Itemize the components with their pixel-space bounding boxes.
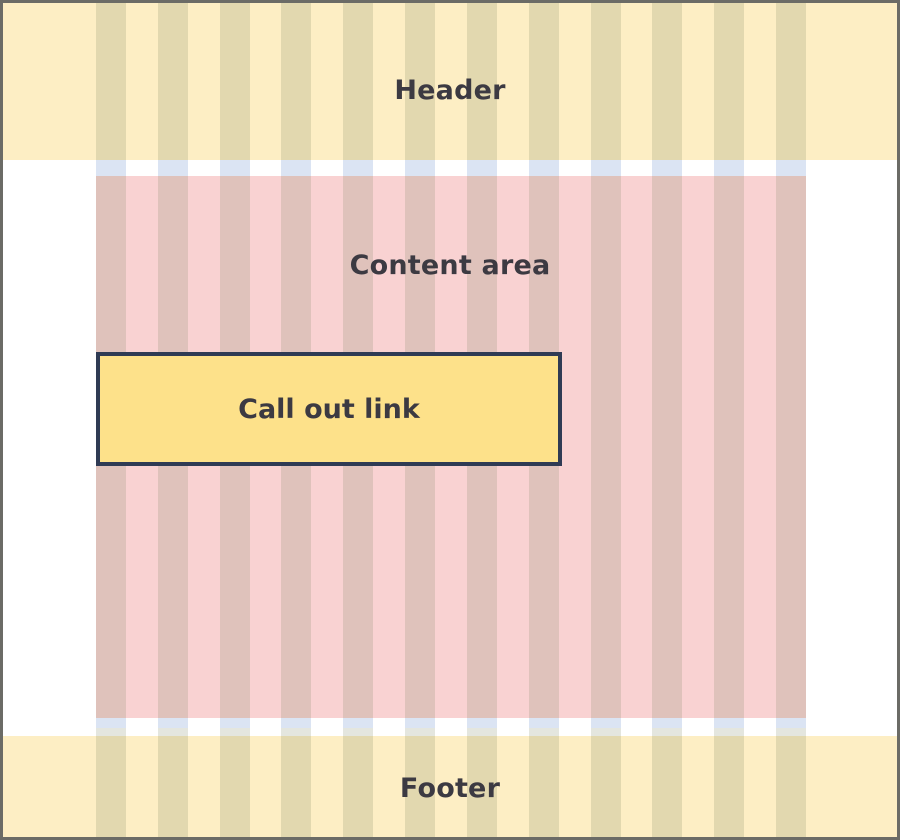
call-out-link-label: Call out link	[238, 393, 420, 425]
grid-gutter	[682, 3, 714, 837]
footer-band	[3, 736, 897, 837]
footer-label: Footer	[399, 773, 501, 804]
header-label: Header	[394, 75, 506, 106]
grid-gutter	[559, 3, 591, 837]
content-bottom-margin	[96, 718, 806, 728]
call-out-link-box[interactable]: Call out link	[96, 352, 562, 466]
grid-column	[775, 3, 806, 837]
grid-column	[590, 3, 621, 837]
content-top-margin	[96, 160, 806, 176]
grid-gutter	[744, 3, 776, 837]
grid-gutter	[621, 3, 653, 837]
content-area-label: Content area	[349, 250, 551, 281]
header-band	[3, 3, 897, 160]
grid-column	[714, 3, 745, 837]
grid-column	[652, 3, 683, 837]
